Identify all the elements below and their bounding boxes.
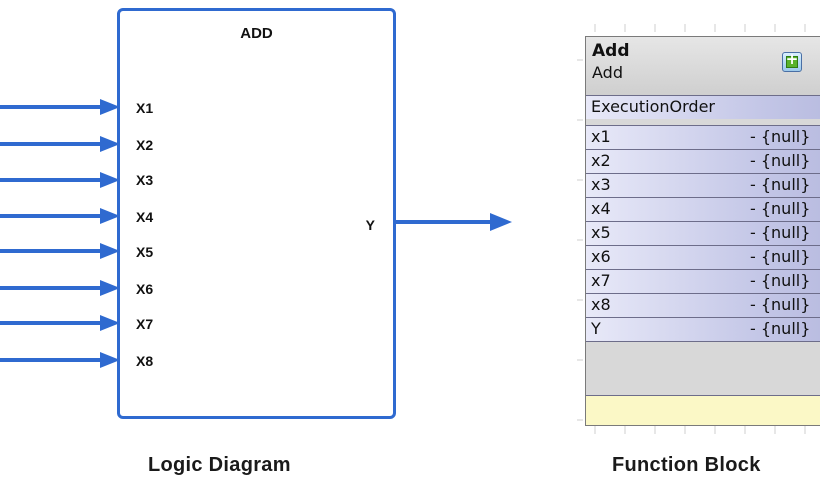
output-arrow <box>396 213 512 231</box>
function-block[interactable]: Add Add ExecutionOrder 1 x1 - {null} x2 … <box>585 36 820 426</box>
input-pin-label: X5 <box>136 244 154 260</box>
function-block-row[interactable]: x7 - {null} <box>586 269 820 293</box>
plus-icon[interactable] <box>782 50 802 72</box>
row-name: x3 <box>591 175 611 194</box>
function-block-title: Add <box>592 41 630 61</box>
function-block-row[interactable]: x4 - {null} <box>586 197 820 221</box>
function-block-header: Add Add <box>586 37 820 95</box>
grid-ticks <box>577 24 806 434</box>
logic-diagram-caption: Logic Diagram <box>148 454 291 476</box>
function-block-row[interactable]: x3 - {null} <box>586 173 820 197</box>
function-block-row[interactable]: ExecutionOrder 1 <box>586 95 820 119</box>
row-name: x2 <box>591 151 611 170</box>
row-value: - {null} <box>750 319 811 338</box>
input-pin-label: X1 <box>136 100 154 116</box>
row-value: - {null} <box>750 271 811 290</box>
function-block-row[interactable]: x1 - {null} <box>586 125 820 149</box>
input-pin-label: X3 <box>136 172 154 188</box>
row-value: - {null} <box>750 247 811 266</box>
input-pin-label: X6 <box>136 281 154 297</box>
function-block-footer <box>586 395 820 425</box>
function-block-row[interactable]: x6 - {null} <box>586 245 820 269</box>
input-arrow <box>0 99 120 115</box>
row-value: - {null} <box>750 127 811 146</box>
row-value: - {null} <box>750 151 811 170</box>
function-block-row[interactable]: x8 - {null} <box>586 293 820 317</box>
row-value: - {null} <box>750 295 811 314</box>
function-block-row[interactable]: x2 - {null} <box>586 149 820 173</box>
row-name: Y <box>591 319 601 338</box>
function-block-row[interactable]: x5 - {null} <box>586 221 820 245</box>
input-arrow <box>0 352 120 368</box>
logic-block-title: ADD <box>240 25 273 42</box>
logic-add-block[interactable]: ADD X1 X2 X3 X4 X5 X6 X7 X8 Y <box>117 8 396 419</box>
input-pin-label: X8 <box>136 353 154 369</box>
row-name: x8 <box>591 295 611 314</box>
function-block-row[interactable]: Y - {null} <box>586 317 820 341</box>
input-arrow <box>0 172 120 188</box>
row-value: - {null} <box>750 175 811 194</box>
input-pin-label: X2 <box>136 137 154 153</box>
row-name: x7 <box>591 271 611 290</box>
input-arrow <box>0 280 120 296</box>
row-name: x5 <box>591 223 611 242</box>
input-arrow <box>0 243 120 259</box>
row-value: - {null} <box>750 223 811 242</box>
input-pin-label: X7 <box>136 316 154 332</box>
input-arrow <box>0 136 120 152</box>
input-pin-label: X4 <box>136 209 154 225</box>
function-block-subtitle: Add <box>592 63 623 82</box>
input-arrow <box>0 208 120 224</box>
input-arrow <box>0 315 120 331</box>
row-name: x4 <box>591 199 611 218</box>
output-pin-label: Y <box>365 217 375 233</box>
row-name: x1 <box>591 127 611 146</box>
function-block-caption: Function Block <box>612 454 761 476</box>
row-name: x6 <box>591 247 611 266</box>
row-value: - {null} <box>750 199 811 218</box>
row-name: ExecutionOrder <box>591 97 715 116</box>
